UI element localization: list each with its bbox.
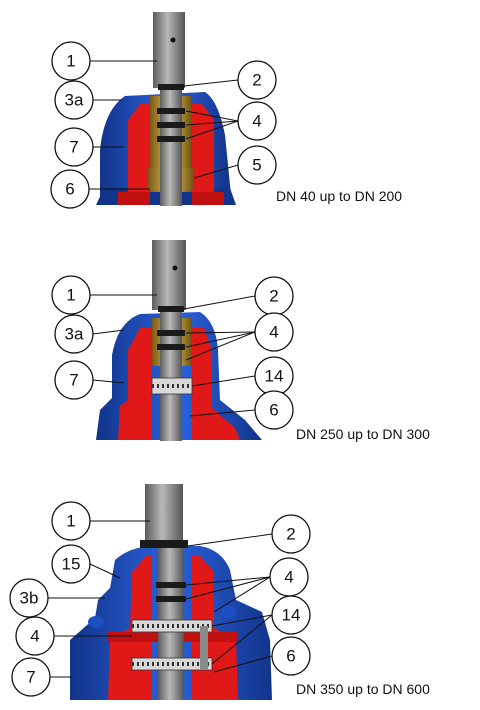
section-1-callouts: 1 2 3a 4 7 5 6 [50, 41, 277, 209]
callout: 1 [51, 41, 91, 81]
svg-text:4: 4 [269, 323, 278, 342]
svg-text:5: 5 [252, 156, 261, 175]
svg-text:6: 6 [65, 180, 74, 199]
size-label: DN 250 up to DN 300 [296, 426, 430, 442]
svg-text:7: 7 [26, 668, 35, 687]
section-3-callouts: 1 2 15 4 3b 14 4 6 [9, 501, 311, 697]
callout: 7 [11, 657, 51, 697]
callout: 2 [237, 60, 277, 100]
callout: 2 [271, 514, 311, 554]
svg-text:3b: 3b [20, 589, 39, 608]
callout: 3b [9, 578, 49, 618]
svg-text:1: 1 [66, 286, 75, 305]
svg-text:1: 1 [66, 52, 75, 71]
svg-text:14: 14 [282, 606, 301, 625]
svg-text:4: 4 [252, 112, 261, 131]
callout: 6 [271, 636, 311, 676]
section-2-valve [96, 240, 262, 441]
size-label: DN 350 up to DN 600 [296, 681, 430, 697]
callout: 4 [237, 101, 277, 141]
size-label: DN 40 up to DN 200 [276, 188, 402, 204]
svg-text:7: 7 [69, 138, 78, 157]
svg-text:1: 1 [66, 512, 75, 531]
svg-text:6: 6 [269, 401, 278, 420]
callout: 1 [51, 275, 91, 315]
svg-text:6: 6 [286, 647, 295, 666]
callout: 6 [254, 390, 294, 430]
callout: 1 [51, 501, 91, 541]
callout: 3a [54, 314, 94, 354]
svg-text:4: 4 [30, 627, 39, 646]
svg-text:2: 2 [269, 287, 278, 306]
leader-lines [48, 60, 273, 678]
callout: 3a [54, 80, 94, 120]
callout: 14 [254, 356, 294, 396]
callout: 7 [54, 360, 94, 400]
section-3-valve [70, 484, 272, 700]
section-2-callouts: 1 2 3a 4 7 14 6 [51, 275, 294, 430]
callout: 4 [269, 557, 309, 597]
svg-text:2: 2 [286, 525, 295, 544]
callout: 2 [254, 276, 294, 316]
callout: 15 [51, 544, 91, 584]
svg-text:4: 4 [284, 568, 293, 587]
svg-text:2: 2 [252, 71, 261, 90]
svg-text:3a: 3a [65, 91, 84, 110]
callout: 7 [54, 127, 94, 167]
section-1-valve [96, 12, 236, 206]
callout: 5 [237, 145, 277, 185]
svg-text:3a: 3a [65, 325, 84, 344]
callout: 6 [50, 169, 90, 209]
svg-text:15: 15 [62, 555, 81, 574]
callout: 14 [271, 595, 311, 635]
callout: 4 [15, 616, 55, 656]
callout: 4 [254, 312, 294, 352]
svg-text:7: 7 [69, 371, 78, 390]
svg-text:14: 14 [265, 367, 284, 386]
